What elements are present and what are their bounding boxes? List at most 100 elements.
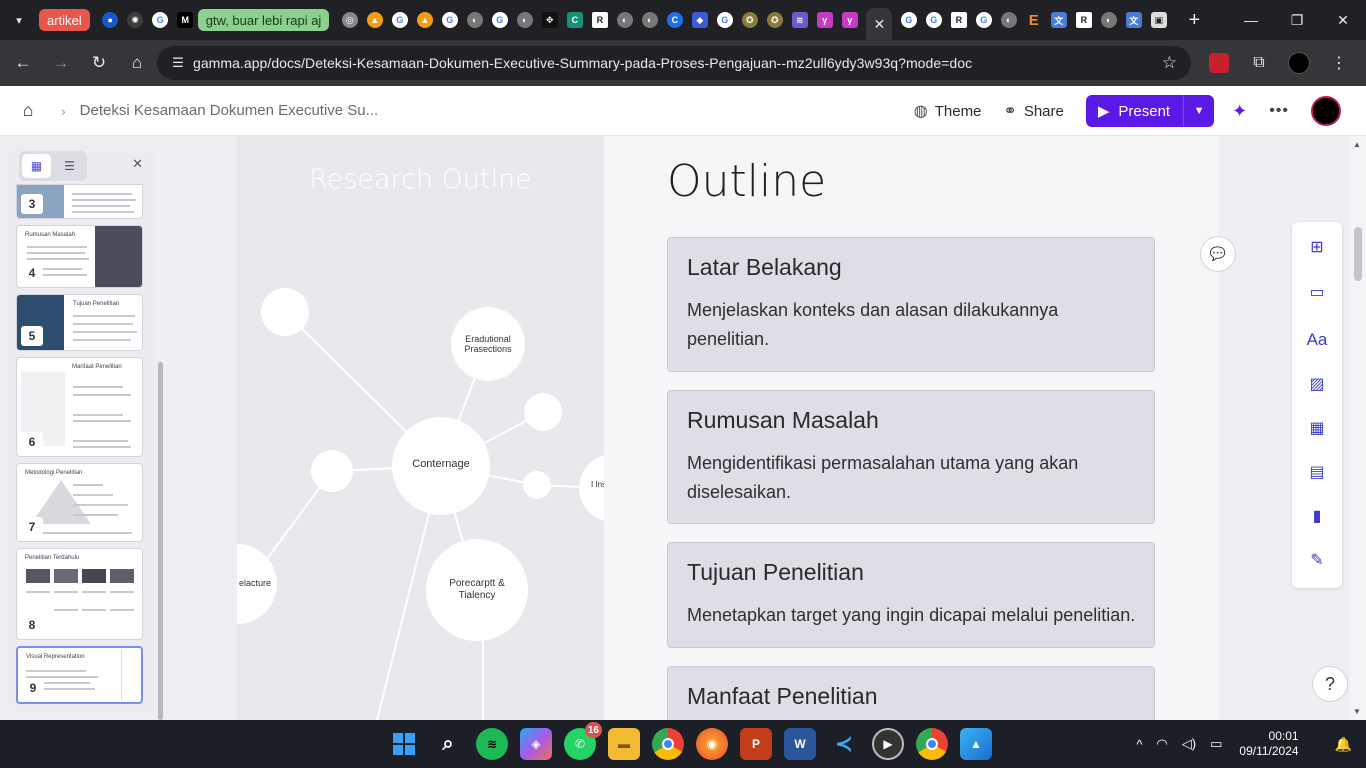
tab-search-chevron-icon[interactable]: ▾ xyxy=(16,14,22,27)
tab-group-gtw[interactable]: gtw, buar lebi rapi aj xyxy=(197,9,330,31)
thumbnail-view-icon[interactable]: ▦ xyxy=(22,154,51,178)
google-tab-icon[interactable]: G xyxy=(391,12,408,28)
embed-icon[interactable]: ▤ xyxy=(1309,464,1325,481)
google-tab-icon[interactable]: G xyxy=(441,12,458,28)
card-description[interactable]: Mengidentifikasi permasalahan utama yang… xyxy=(687,453,1079,502)
site-settings-icon[interactable]: ☰ xyxy=(172,55,184,70)
forward-arrow-icon[interactable]: → xyxy=(52,53,70,72)
slide-heading[interactable]: Outline xyxy=(667,156,827,207)
home-icon[interactable]: ⌂ xyxy=(131,53,143,72)
tray-chevron-up-icon[interactable]: ^ xyxy=(1136,736,1143,752)
medium-tab-icon[interactable]: M xyxy=(177,12,194,28)
present-chevron-down-icon[interactable]: ▼ xyxy=(1193,105,1205,117)
text-style-icon[interactable]: Aa xyxy=(1306,330,1328,349)
copilot-tab-icon[interactable]: C xyxy=(666,12,683,28)
edit-form-icon[interactable]: ✎ xyxy=(1310,552,1324,569)
page-scrollbar[interactable]: ▲ ▼ xyxy=(1350,136,1366,720)
translate-tab-icon[interactable]: 文 xyxy=(1125,12,1142,28)
card-description[interactable]: Menetapkan target yang ingin dicapai mel… xyxy=(687,605,1136,625)
chrome-profile-icon[interactable] xyxy=(916,728,948,760)
outline-card[interactable]: Rumusan Masalah Mengidentifikasi permasa… xyxy=(667,390,1155,524)
firefox-icon[interactable]: ◉ xyxy=(696,728,728,760)
google-tab-icon[interactable]: G xyxy=(716,12,733,28)
card-description[interactable]: Menjelaskan konteks dan alasan dilakukan… xyxy=(687,300,1059,349)
copilot-icon[interactable]: ◈ xyxy=(520,728,552,760)
search-icon[interactable]: ⌕ xyxy=(442,732,454,755)
thumbnail-scrollbar[interactable] xyxy=(158,362,163,720)
google-tab-icon[interactable]: G xyxy=(152,12,169,28)
slide-thumbnail[interactable]: Tujuan Penelitian 5 xyxy=(16,294,143,351)
photos-icon[interactable]: ▲ xyxy=(960,728,992,760)
slide-thumbnail[interactable]: Metodologi Penelitian 7 xyxy=(16,463,143,542)
browser-menu-icon[interactable]: ⋮ xyxy=(1331,55,1347,72)
outline-card[interactable]: Tujuan Penelitian Menetapkan target yang… xyxy=(667,542,1155,648)
word-icon[interactable]: W xyxy=(784,728,816,760)
spotify-icon[interactable]: ≋ xyxy=(476,728,508,760)
battery-icon[interactable]: ▭ xyxy=(1210,736,1223,751)
card-title[interactable]: Rumusan Masalah xyxy=(687,407,879,433)
slide-thumbnail[interactable]: 3 xyxy=(16,184,143,219)
globe-tab-icon[interactable]: ◐ xyxy=(641,12,658,28)
maps-pin-tab-icon[interactable]: ● xyxy=(102,12,119,28)
back-arrow-icon[interactable]: ← xyxy=(14,53,32,72)
google-tab-icon[interactable]: G xyxy=(975,12,992,28)
windows-start-icon[interactable] xyxy=(388,728,420,760)
clock[interactable]: 00:01 09/11/2024 xyxy=(1239,729,1298,759)
etsy-tab-icon[interactable]: E xyxy=(1028,11,1039,29)
outline-card[interactable]: Latar Belakang Menjelaskan konteks dan a… xyxy=(667,237,1155,372)
present-button[interactable]: ▶ Present ▼ xyxy=(1085,95,1215,127)
gamma-home-icon[interactable]: ⌂ xyxy=(22,100,34,120)
pattern-tab-icon[interactable]: ✥ xyxy=(541,12,558,28)
slide-thumbnail[interactable]: Manfaat Penelitian 6 xyxy=(16,357,143,457)
scroll-up-icon[interactable]: ▲ xyxy=(1353,140,1361,149)
scroll-down-icon[interactable]: ▼ xyxy=(1353,707,1361,716)
chrome-icon[interactable] xyxy=(652,728,684,760)
extension-red-icon[interactable] xyxy=(1202,46,1236,80)
globe-tab-icon[interactable]: ◐ xyxy=(466,12,483,28)
globe-tab-icon[interactable]: ◐ xyxy=(516,12,533,28)
profile-avatar[interactable] xyxy=(1282,46,1316,80)
doc-title[interactable]: Deteksi Kesamaan Dokumen Executive Su... xyxy=(79,102,379,119)
university-tab-icon[interactable]: ✪ xyxy=(741,12,758,28)
wifi-icon[interactable]: ◠ xyxy=(1156,736,1168,751)
help-icon[interactable]: ? xyxy=(1312,666,1348,702)
slide-thumbnail[interactable]: Penelitian Terdahulu 8 xyxy=(16,548,143,640)
outline-card[interactable]: Manfaat Penelitian xyxy=(667,666,1155,720)
slide-thumbnail[interactable]: Rumusan Masalah 4 xyxy=(16,225,143,288)
theme-button[interactable]: ◍ Theme xyxy=(914,101,982,121)
close-window-icon[interactable]: ✕ xyxy=(1337,11,1349,28)
image-icon[interactable]: ▨ xyxy=(1309,376,1325,393)
add-card-icon[interactable]: ⊞ xyxy=(1310,239,1324,256)
list-view-icon[interactable]: ☰ xyxy=(64,159,75,173)
active-tab-close-icon[interactable]: ✕ xyxy=(866,8,893,40)
slide-thumbnail-active[interactable]: Visual Representation 9 xyxy=(16,646,143,704)
new-tab-plus-icon[interactable]: + xyxy=(1188,8,1201,31)
app-tab-icon[interactable]: ▣ xyxy=(1150,12,1167,28)
user-avatar[interactable] xyxy=(1311,96,1341,126)
minimize-icon[interactable]: — xyxy=(1244,12,1258,28)
google-tab-icon[interactable]: G xyxy=(925,12,942,28)
researchgate-tab-icon[interactable]: R xyxy=(591,12,608,28)
layers-tab-icon[interactable]: ≋ xyxy=(791,12,808,28)
present-main[interactable]: ▶ Present xyxy=(1086,95,1185,127)
video-icon[interactable]: ▦ xyxy=(1309,420,1325,437)
translate-tab-icon[interactable]: 文 xyxy=(1050,12,1067,28)
bookmark-star-icon[interactable]: ☆ xyxy=(1161,53,1177,72)
share-button[interactable]: ⚭ Share xyxy=(1003,101,1063,121)
tab-group-artikel[interactable]: artikel xyxy=(39,9,90,31)
media-player-icon[interactable]: ▶ xyxy=(872,728,904,760)
notification-bell-icon[interactable]: 🔔 xyxy=(1334,735,1352,752)
reload-icon[interactable]: ↻ xyxy=(91,53,107,72)
crossref-tab-icon[interactable]: C xyxy=(566,12,583,28)
app-tab-icon[interactable]: ◆ xyxy=(691,12,708,28)
researchgate-tab-icon[interactable]: R xyxy=(1075,12,1092,28)
vscode-icon[interactable]: ≺ xyxy=(834,731,854,756)
more-options-icon[interactable]: ••• xyxy=(1269,102,1289,119)
orange-tab-icon[interactable]: ▲ xyxy=(366,12,383,28)
volume-icon[interactable]: ◁) xyxy=(1181,736,1197,751)
layout-icon[interactable]: ▭ xyxy=(1309,284,1325,301)
file-explorer-icon[interactable]: ▬ xyxy=(608,728,640,760)
university-tab-icon[interactable]: ✪ xyxy=(766,12,783,28)
extensions-puzzle-icon[interactable]: ⧉ xyxy=(1253,54,1265,71)
comment-icon[interactable]: 💬 xyxy=(1200,236,1236,272)
